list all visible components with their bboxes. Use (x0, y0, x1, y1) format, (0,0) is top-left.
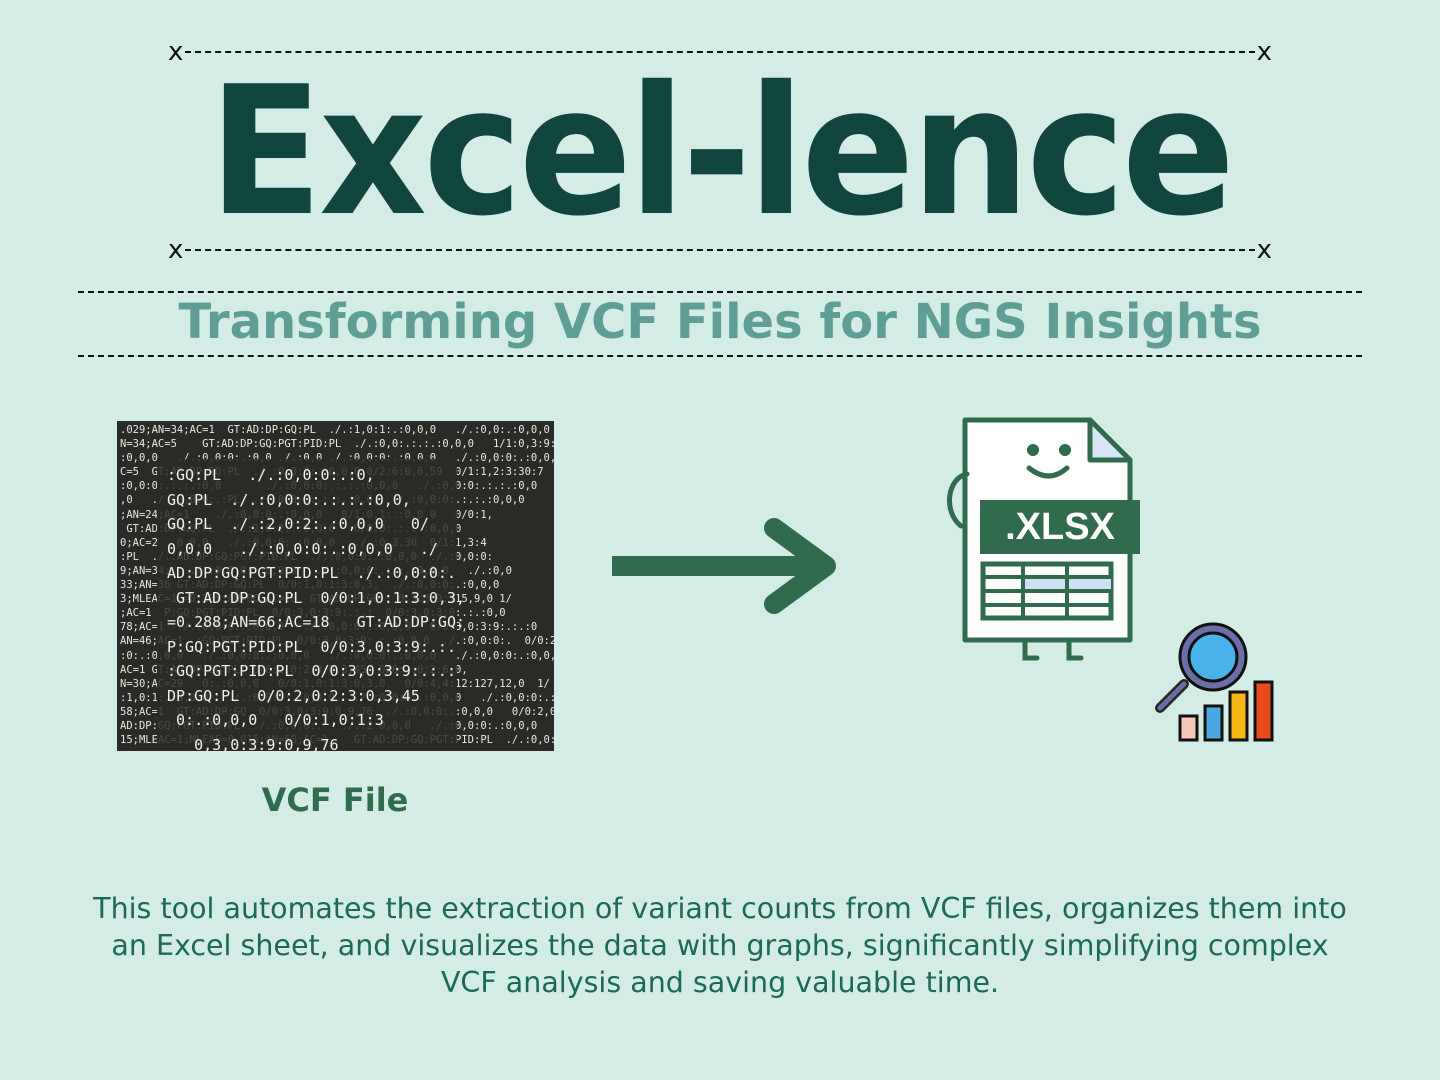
xlsx-badge-text: .XLSX (1005, 506, 1115, 548)
frame-dashes (185, 249, 1255, 251)
frame-mark-left: x (168, 238, 184, 262)
description-text: This tool automates the extraction of va… (93, 892, 1347, 999)
frame-mark-left: x (168, 40, 184, 64)
top-frame-line: x x (168, 40, 1272, 64)
subtitle-rule-bottom (78, 355, 1362, 357)
magnifier-chart-icon (1155, 622, 1274, 742)
page-title: Excel-lence (208, 48, 1236, 255)
vcf-file-label: VCF File (261, 781, 409, 819)
frame-dashes (185, 51, 1255, 53)
xlsx-file-icon: .XLSX (947, 417, 1140, 661)
bottom-frame-line: x x (168, 238, 1272, 262)
vcf-file-image: .029;AN=34;AC=1 GT:AD:DP:GQ:PL ./.:1,0:1… (117, 421, 554, 751)
vcf-overlay-text: :GQ:PL ./.:0,0:0:.:0, GQ:PL ./.:0,0:0:.:… (167, 466, 466, 751)
frame-mark-right: x (1256, 238, 1272, 262)
subtitle-rule-top (78, 291, 1362, 293)
right-arrow-icon (612, 518, 836, 614)
frame-mark-right: x (1256, 40, 1272, 64)
page-subtitle: Transforming VCF Files for NGS Insights (178, 294, 1262, 350)
vcf-zoomed-text: :GQ:PL ./.:0,0:0:.:0, GQ:PL ./.:0,0:0:.:… (157, 459, 466, 751)
